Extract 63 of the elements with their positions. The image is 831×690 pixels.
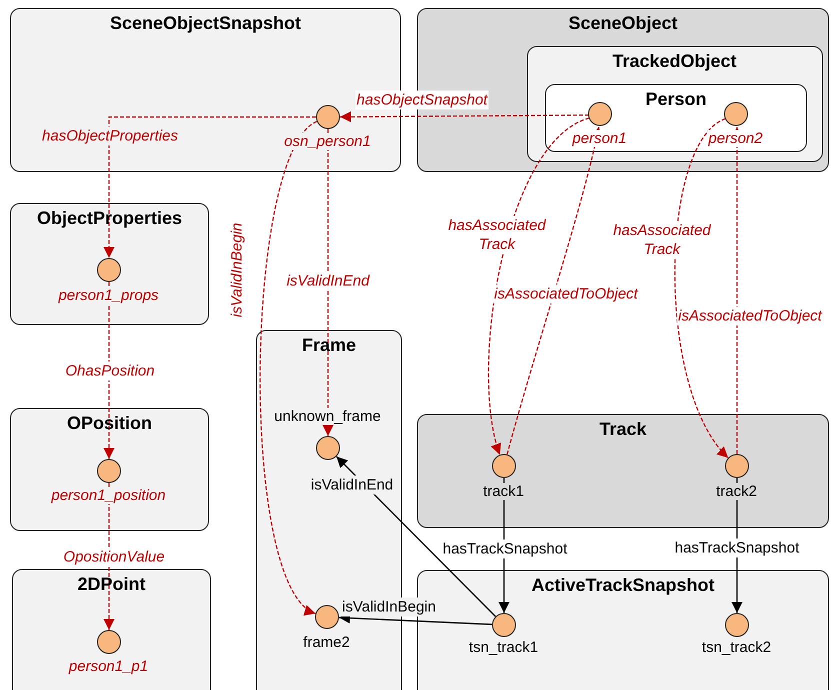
arrow (104, 116, 316, 258)
edge-label: OpositionValue (62, 548, 166, 566)
container-title: Track (598, 419, 648, 439)
arrow (104, 282, 114, 459)
edge-label: isValidInEnd (310, 476, 394, 494)
node-label: track1 (482, 483, 525, 500)
container-box (10, 203, 209, 325)
arrow (104, 483, 114, 630)
instance-circle (492, 454, 516, 478)
node-label: person1 (571, 130, 628, 147)
arrow (674, 118, 729, 458)
instance-circle (724, 454, 748, 478)
edge-label: isValidInEnd (286, 272, 370, 290)
node-label: tsn_track2 (700, 639, 772, 656)
instance-circle (96, 458, 120, 482)
arrow (498, 478, 510, 613)
instance-circle (316, 104, 340, 128)
container-title: SceneObjectSnapshot (108, 13, 302, 33)
edge-label: isValidInBegin (341, 598, 437, 616)
instance-circle (492, 612, 516, 636)
node-label: track2 (715, 483, 758, 500)
container-title: TrackedObject (611, 50, 738, 70)
edge-label: OhasPosition (64, 362, 156, 380)
node-label: person1_position (50, 487, 167, 504)
container-title: 2DPoint (76, 574, 146, 594)
arrow (340, 111, 589, 122)
node-label: osn_person1 (283, 133, 372, 150)
instance-circle (316, 436, 340, 460)
edge-label: hasTrackSnapshot (674, 538, 800, 558)
edge-label: hasObjectSnapshot (356, 90, 488, 110)
container-title: SceneObject (567, 13, 679, 33)
instance-circle (724, 612, 748, 636)
edge-label: isAssociatedToObject (493, 284, 639, 304)
arrow (260, 121, 318, 614)
container-title: ActiveTrackSnapshot (530, 575, 716, 595)
container-title: OPosition (66, 413, 153, 433)
edge-label: hasObjectProperties (41, 126, 179, 146)
node-label: tsn_track1 (468, 639, 540, 656)
arrow (506, 126, 602, 455)
instance-circle (96, 258, 120, 282)
arrow (732, 478, 742, 613)
container-title: Frame (300, 335, 358, 355)
instance-circle (96, 630, 120, 654)
container-box (526, 46, 822, 162)
edge-label: isValidInBegin (228, 222, 246, 318)
edge-label: hasTrackSnapshot (442, 540, 568, 558)
container-box (545, 84, 807, 152)
container-box (10, 408, 209, 531)
node-label: person2 (707, 130, 764, 147)
arrow (336, 456, 496, 617)
container-title: ObjectProperties (36, 208, 184, 228)
node-label: person1_props (57, 287, 160, 304)
arrow (322, 129, 334, 436)
node-label: unknown_frame (273, 408, 382, 425)
edge-label: isAssociatedToObject (677, 306, 823, 326)
container-box (12, 569, 211, 690)
container-box (417, 414, 829, 528)
instance-circle (314, 604, 338, 628)
instance-circle (724, 102, 748, 126)
arrow (488, 117, 590, 455)
container-title: Person (644, 89, 708, 109)
instance-circle (588, 102, 612, 126)
node-label: person1_p1 (68, 658, 150, 675)
